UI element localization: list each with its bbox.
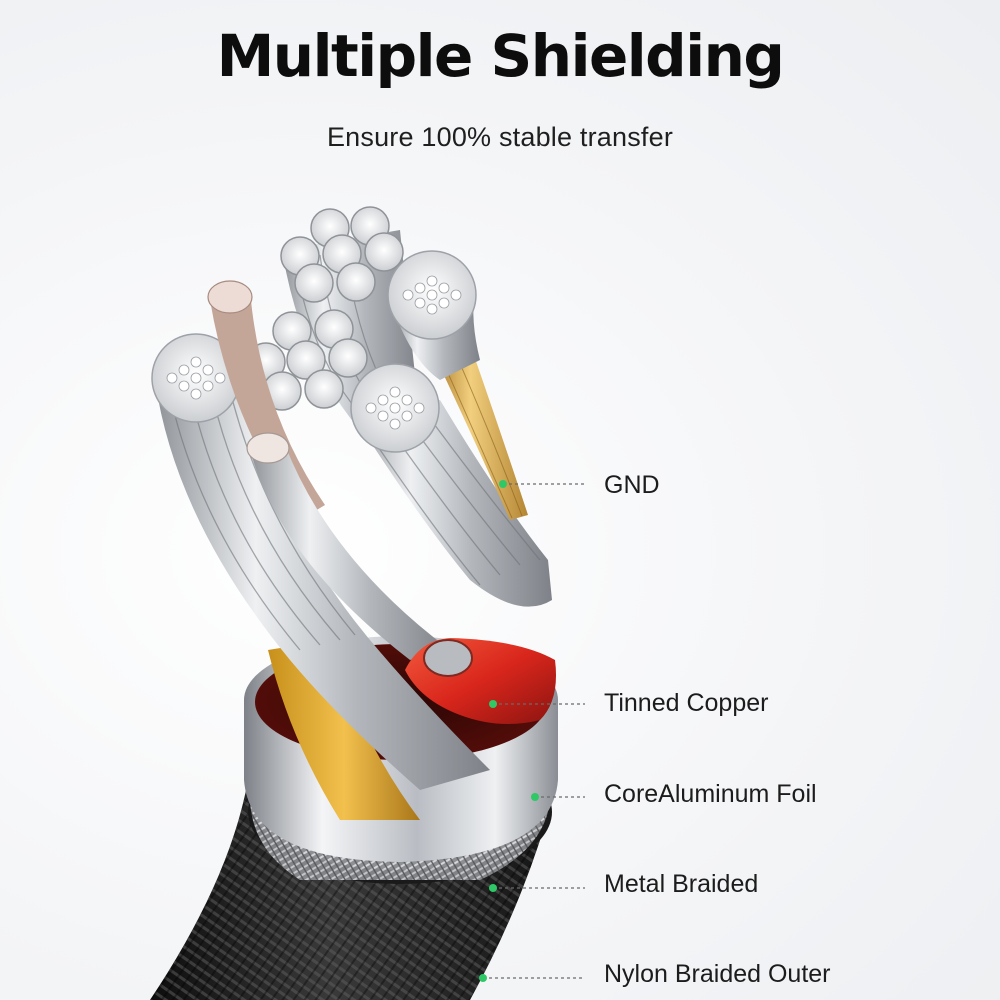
callout-label-gnd: GND — [604, 471, 660, 499]
callout-leader-gnd — [499, 480, 585, 488]
left-strand-cap — [151, 333, 241, 423]
callout-label-tinned-copper: Tinned Copper — [604, 689, 769, 717]
page-subtitle: Ensure 100% stable transfer — [326, 122, 674, 152]
callout-label-nylon-outer: Nylon Braided Outer — [604, 960, 831, 988]
callout-leader-tinned-copper — [489, 700, 585, 708]
solid-core-wire-left — [207, 280, 325, 520]
right-strand-cap — [350, 363, 440, 453]
silver-strand-bundle-top-right — [387, 250, 480, 380]
callout-label-metal-braided: Metal Braided — [604, 870, 759, 898]
solid-core-wire-center — [246, 432, 450, 660]
silver-strand-bundle-left — [155, 375, 490, 790]
callout-leader-nylon-outer — [479, 974, 585, 982]
page-title: Multiple Shielding — [216, 22, 785, 90]
callout-label-aluminum-foil: CoreAluminum Foil — [604, 780, 817, 808]
tinned-copper-conductor — [405, 638, 556, 724]
yellow-inner-core — [268, 640, 420, 820]
callout-leader-metal-braided — [489, 884, 585, 892]
callout-leader-aluminum-foil — [531, 793, 585, 801]
top-seven-wire-cap — [280, 206, 404, 303]
